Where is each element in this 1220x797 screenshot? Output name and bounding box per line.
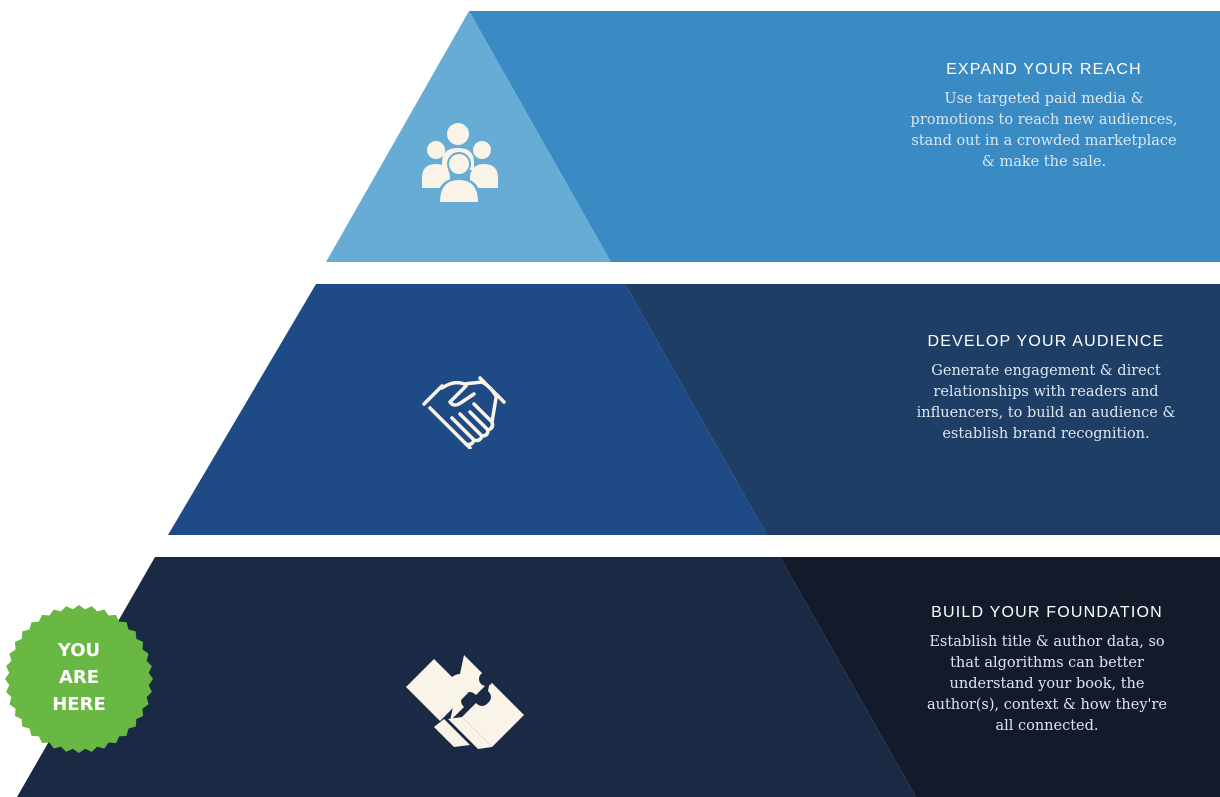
tier-middle-text: DEVELOP YOUR AUDIENCE Generate engagemen… (876, 333, 1216, 445)
tier-heading: BUILD YOUR FOUNDATION (931, 604, 1163, 621)
tier-bottom-text: BUILD YOUR FOUNDATION Establish title & … (877, 604, 1217, 737)
tier-top-text: EXPAND YOUR REACH Use targeted paid medi… (874, 61, 1214, 173)
tier-middle-band (168, 284, 1220, 535)
puzzle-pieces-icon (406, 655, 524, 749)
badge-text: YOU ARE HERE (4, 637, 154, 718)
tier-heading: DEVELOP YOUR AUDIENCE (927, 333, 1165, 350)
tier-heading: EXPAND YOUR REACH (946, 61, 1142, 78)
you-are-here-badge (5, 605, 153, 753)
badge-line: YOU (57, 640, 101, 661)
handshake-icon (422, 376, 506, 449)
tier-description: Establish title & author data, so that a… (926, 634, 1168, 734)
tier-description: Generate engagement & direct relationshi… (916, 363, 1176, 442)
badge-line: ARE (58, 667, 100, 688)
people-group-icon (422, 123, 498, 202)
tier-description: Use targeted paid media & promotions to … (910, 91, 1178, 170)
badge-line: HERE (52, 694, 106, 715)
